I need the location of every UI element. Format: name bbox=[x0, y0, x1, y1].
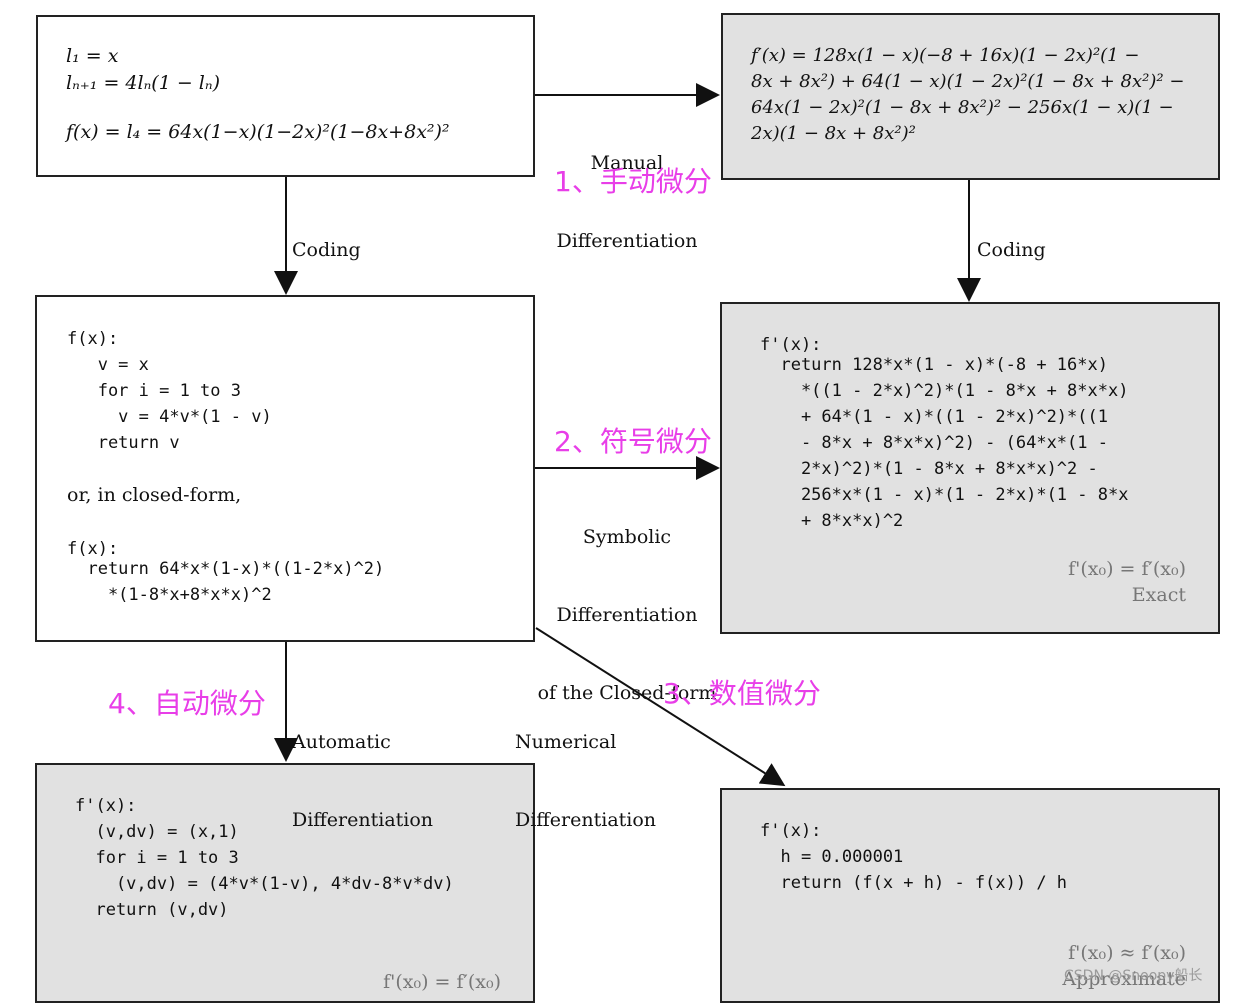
automatic-annotation: 4、自动微分 bbox=[108, 687, 266, 720]
symbolic-line-6: 2*x)^2)*(1 - 8*x + 8*x*x)^2 - bbox=[760, 459, 1098, 479]
code-box: f(x): v = x for i = 1 to 3 v = 4*v*(1 - … bbox=[35, 295, 535, 642]
definition-box: l₁ = x lₙ₊₁ = 4lₙ(1 − lₙ) f(x) = l₄ = 64… bbox=[36, 15, 535, 177]
autodiff-line-2: (v,dv) = (x,1) bbox=[75, 822, 239, 842]
manual-edge-label: Manual Differentiation bbox=[548, 98, 706, 280]
exact-formula-note: f'(x₀) = f′(x₀) bbox=[1068, 558, 1186, 580]
symbolic-line-8: + 8*x*x)^2 bbox=[760, 511, 904, 531]
manual-annotation: 1、手动微分 bbox=[554, 165, 712, 198]
symbolic-line-5: - 8*x + 8*x*x)^2) - (64*x*(1 - bbox=[760, 433, 1108, 453]
approx-formula-note: f'(x₀) ≈ f′(x₀) bbox=[1068, 942, 1186, 964]
autodiff-line-4: (v,dv) = (4*v*(1-v), 4*dv-8*v*dv) bbox=[75, 874, 454, 894]
automatic-edge-label-2: Differentiation bbox=[292, 809, 434, 831]
symbolic-code-box: f'(x): return 128*x*(1 - x)*(-8 + 16*x) … bbox=[720, 302, 1220, 634]
code-line-5: return v bbox=[67, 433, 180, 453]
autodiff-code-box: f'(x): (v,dv) = (x,1) for i = 1 to 3 (v,… bbox=[35, 763, 535, 1003]
definition-line-2: lₙ₊₁ = 4lₙ(1 − lₙ) bbox=[66, 72, 220, 94]
autodiff-line-3: for i = 1 to 3 bbox=[75, 848, 239, 868]
code-line-3: for i = 1 to 3 bbox=[67, 381, 241, 401]
automatic-edge-label-1: Automatic bbox=[292, 731, 391, 753]
closed-form-line-3: *(1-8*x+8*x*x)^2 bbox=[67, 585, 272, 605]
code-line-4: v = 4*v*(1 - v) bbox=[67, 407, 272, 427]
manual-edge-label-2: Differentiation bbox=[556, 230, 698, 252]
definition-line-4: f(x) = l₄ = 64x(1−x)(1−2x)²(1−8x+8x²)² bbox=[66, 121, 450, 143]
numerical-line-3: return (f(x + h) - f(x)) / h bbox=[760, 873, 1068, 893]
automatic-edge-label: Automatic Differentiation bbox=[292, 677, 433, 859]
code-line-2: v = x bbox=[67, 355, 149, 375]
code-line-1: f(x): bbox=[67, 329, 119, 349]
autodiff-line-5: return (v,dv) bbox=[75, 900, 229, 920]
numerical-annotation: 3、数值微分 bbox=[663, 677, 821, 710]
numerical-arrow bbox=[535, 627, 786, 787]
watermark: CSDN @Snoopy船长 bbox=[1064, 968, 1203, 984]
symbolic-line-3: *((1 - 2*x)^2)*(1 - 8*x + 8*x*x) bbox=[760, 381, 1129, 401]
exact-note: Exact bbox=[1131, 584, 1186, 606]
autodiff-formula-note: f'(x₀) = f′(x₀) bbox=[383, 971, 501, 993]
manual-line-2: 8x + 8x²) + 64(1 − x)(1 − 2x)²(1 − 8x + … bbox=[751, 71, 1185, 92]
symbolic-annotation: 2、符号微分 bbox=[554, 425, 712, 458]
coding-right-label: Coding bbox=[977, 239, 1046, 261]
autodiff-line-1: f'(x): bbox=[75, 796, 137, 816]
closed-form-line-2: return 64*x*(1-x)*((1-2*x)^2) bbox=[67, 559, 385, 579]
symbolic-edge-label-2: Differentiation bbox=[556, 604, 698, 626]
manual-line-4: 2x)(1 − 8x + 8x²)² bbox=[751, 123, 916, 144]
numerical-code-box: f'(x): h = 0.000001 return (f(x + h) - f… bbox=[720, 788, 1220, 1003]
symbolic-line-1: f'(x): bbox=[760, 335, 822, 355]
symbolic-edge-label-3: of the Closed-form bbox=[537, 682, 717, 704]
symbolic-line-4: + 64*(1 - x)*((1 - 2*x)^2)*((1 bbox=[760, 407, 1108, 427]
numerical-edge-label-2: Differentiation bbox=[515, 809, 657, 831]
manual-edge-label-1: Manual bbox=[590, 152, 664, 174]
coding-left-label: Coding bbox=[292, 239, 361, 261]
numerical-line-2: h = 0.000001 bbox=[760, 847, 904, 867]
numerical-line-1: f'(x): bbox=[760, 821, 822, 841]
definition-line-1: l₁ = x bbox=[66, 45, 119, 67]
approximate-note: Approximate bbox=[1062, 968, 1186, 990]
symbolic-line-2: return 128*x*(1 - x)*(-8 + 16*x) bbox=[760, 355, 1108, 375]
numerical-edge-label-1: Numerical bbox=[515, 731, 617, 753]
manual-line-3: 64x(1 − 2x)²(1 − 8x + 8x²)² − 256x(1 − x… bbox=[751, 97, 1174, 118]
symbolic-edge-label-1: Symbolic bbox=[582, 526, 672, 548]
closed-form-text: or, in closed-form, bbox=[67, 484, 242, 506]
numerical-edge-label: Numerical Differentiation bbox=[515, 677, 656, 859]
closed-form-line-1: f(x): bbox=[67, 539, 119, 559]
manual-line-1: f′(x) = 128x(1 − x)(−8 + 16x)(1 − 2x)²(1… bbox=[751, 45, 1140, 66]
manual-result-box: f′(x) = 128x(1 − x)(−8 + 16x)(1 − 2x)²(1… bbox=[721, 13, 1220, 180]
symbolic-line-7: 256*x*(1 - x)*(1 - 2*x)*(1 - 8*x bbox=[760, 485, 1129, 505]
symbolic-edge-label: Symbolic Differentiation of the Closed-f… bbox=[536, 472, 718, 732]
